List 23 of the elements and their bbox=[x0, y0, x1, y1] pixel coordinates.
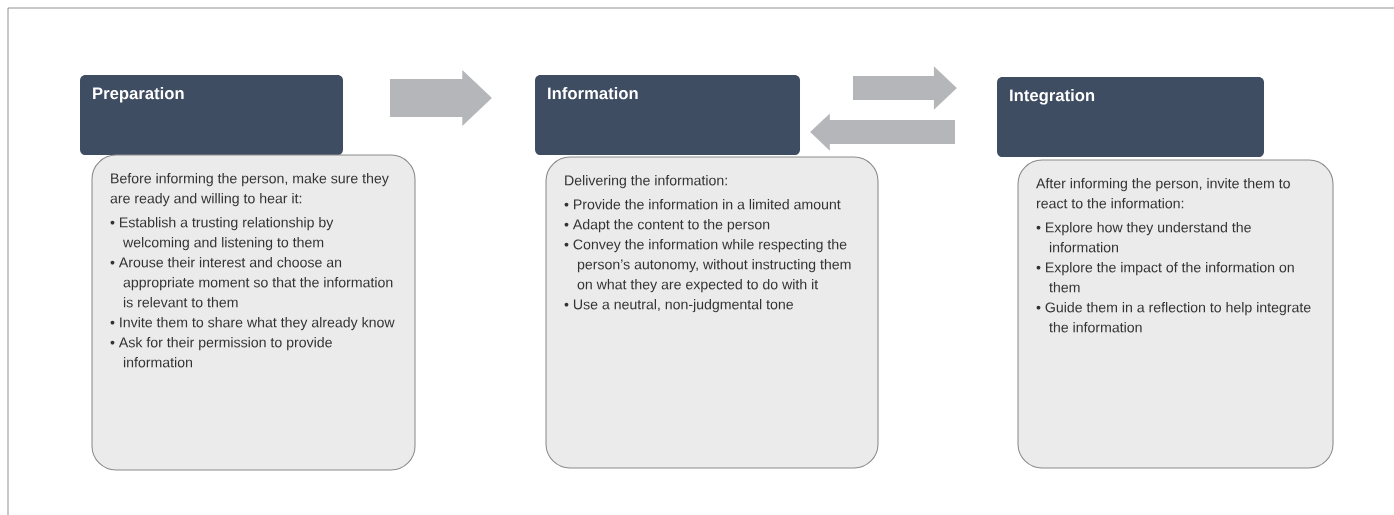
header-title: Information bbox=[548, 87, 638, 100]
header-box bbox=[80, 75, 343, 155]
intro-text: Before informing the person, make sure they are ready and willing to hear it: bbox=[110, 173, 389, 207]
bullet-item: • Establish a trusting relationship by welcoming and listening to them bbox=[110, 217, 334, 251]
intro-text: Delivering the information: bbox=[565, 175, 727, 189]
bullet-item: • Explore the impact of the information on them bbox=[1036, 262, 1294, 293]
bullet-item: • Use a neutral, non-judgmental tone bbox=[564, 299, 793, 313]
header-box bbox=[535, 75, 800, 155]
bullet-item: • Explore how they understand the information bbox=[1036, 222, 1251, 253]
header-box bbox=[997, 77, 1264, 157]
header-title: Integration bbox=[1010, 89, 1095, 105]
bullet-item: • Invite them to share what they already know bbox=[110, 317, 395, 331]
content-card bbox=[91, 154, 416, 471]
bullet-item: • Ask for their permission to provide information bbox=[110, 337, 332, 368]
bullet-item: • Arouse their interest and choose an appropriate moment so that the information is relevant to them bbox=[110, 257, 393, 308]
bullet-item: • Guide them in a reflection to help integrate the information bbox=[1036, 302, 1311, 333]
bullet-item: • Adapt the content to the person bbox=[564, 219, 770, 233]
content-card bbox=[1017, 159, 1334, 469]
intro-text: After informing the person, invite them to react to the information: bbox=[1036, 178, 1290, 209]
bullet-item: • Convey the information while respecting the person’s autonomy, without instructing them on what they are expected to do with it bbox=[564, 239, 851, 293]
header-title: Preparation bbox=[93, 87, 184, 103]
bullet-item: • Provide the information in a limited amount bbox=[564, 199, 841, 210]
content-card bbox=[545, 156, 879, 469]
